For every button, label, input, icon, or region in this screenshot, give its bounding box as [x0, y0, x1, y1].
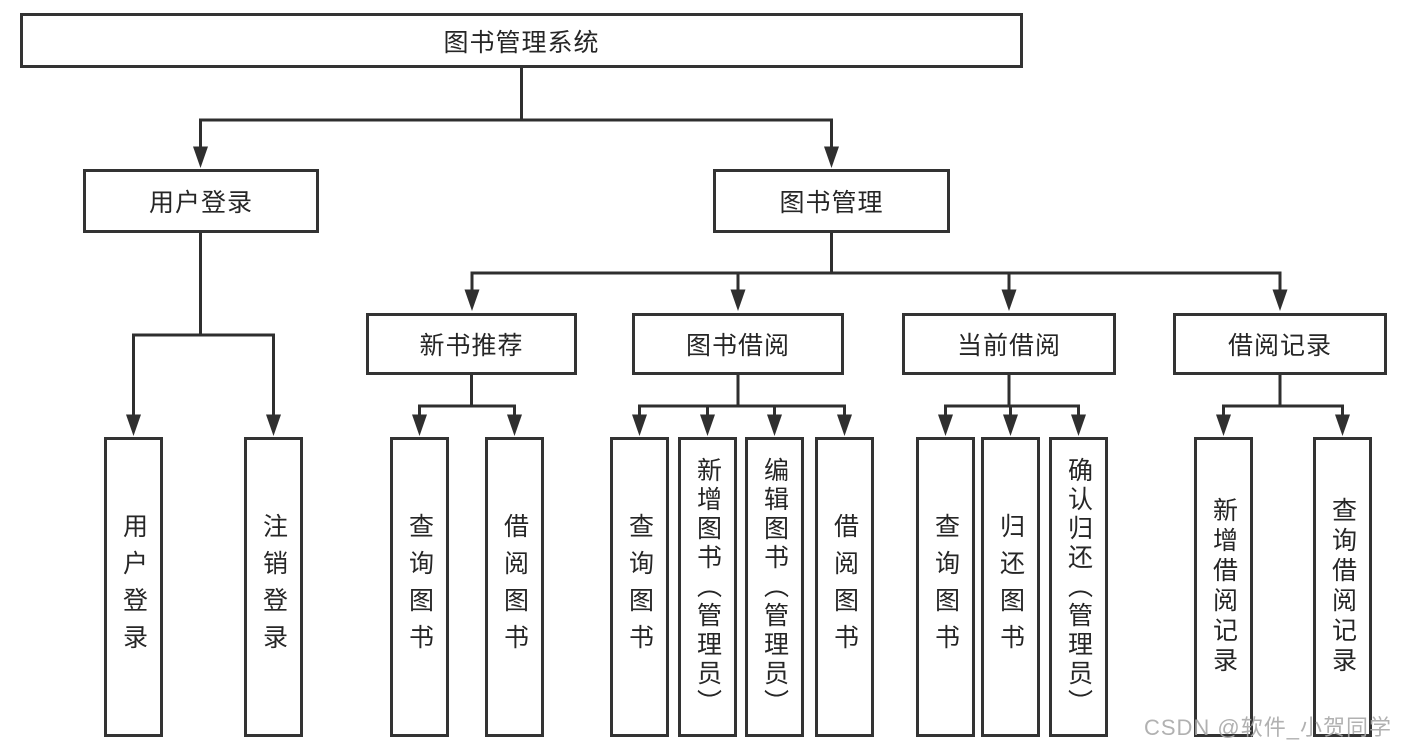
node-book-management: 图书管理	[713, 169, 950, 233]
arrowhead-icon	[1272, 289, 1288, 311]
leaf-add-books-admin: 新增图书（管理员）	[678, 437, 737, 737]
leaf-confirm-return-admin: 确认归还（管理员）	[1049, 437, 1108, 737]
arrowhead-icon	[193, 146, 208, 168]
leaf-return-books: 归还图书	[981, 437, 1040, 737]
node-label: 当前借阅	[956, 332, 1061, 360]
node-label: 用户登录	[148, 189, 253, 217]
node-label: 用户登录	[119, 513, 148, 661]
arrowhead-icon	[837, 414, 852, 436]
connector-borrowing-to-leaves	[638, 375, 846, 416]
leaf-query-borrow-record: 查询借阅记录	[1313, 437, 1372, 737]
leaf-edit-books-admin: 编辑图书（管理员）	[745, 437, 804, 737]
arrowheads	[126, 146, 1350, 436]
arrowhead-icon	[824, 146, 839, 168]
node-current-borrowing: 当前借阅	[902, 313, 1116, 375]
node-user-login: 用户登录	[83, 169, 319, 233]
node-new-book-recommendation: 新书推荐	[366, 313, 577, 375]
node-label: 归还图书	[996, 513, 1025, 661]
arrowhead-icon	[700, 414, 715, 436]
node-label: 查询图书	[931, 513, 960, 661]
leaf-borrow-books: 借阅图书	[815, 437, 874, 737]
arrowhead-icon	[632, 414, 647, 436]
connector-current-to-leaves	[944, 375, 1080, 416]
arrowhead-icon	[1335, 414, 1350, 436]
csdn-watermark: CSDN @软件_小贺同学	[1143, 715, 1392, 740]
leaf-add-borrow-record: 新增借阅记录	[1194, 437, 1253, 737]
arrowhead-icon	[1216, 414, 1231, 436]
node-label: 借阅记录	[1227, 332, 1332, 360]
node-label: 查询图书	[405, 513, 434, 661]
arrowhead-icon	[412, 414, 427, 436]
leaf-user-login: 用户登录	[104, 437, 163, 737]
arrowhead-icon	[938, 414, 953, 436]
connector-records-to-leaves	[1222, 375, 1344, 416]
node-label: 编辑图书（管理员）	[760, 456, 789, 718]
node-label: 借阅图书	[500, 513, 529, 661]
node-book-borrowing: 图书借阅	[632, 313, 844, 375]
leaf-recommend-borrow-books: 借阅图书	[485, 437, 544, 737]
arrowhead-icon	[464, 289, 480, 311]
leaf-current-query-books: 查询图书	[916, 437, 975, 737]
connector-mgmt-to-level3	[470, 233, 1282, 291]
arrowhead-icon	[1001, 289, 1017, 311]
connector-shafts	[132, 68, 1344, 416]
node-label: 图书借阅	[685, 332, 790, 360]
arrowhead-icon	[507, 414, 522, 436]
arrowhead-icon	[126, 414, 141, 436]
connector-recommend-to-leaves	[418, 375, 516, 416]
arrowhead-icon	[767, 414, 782, 436]
node-label: 查询借阅记录	[1328, 497, 1357, 677]
node-label: 图书管理系统	[443, 28, 600, 57]
connector-root-to-level2	[199, 68, 833, 148]
leaf-borrowing-query-books: 查询图书	[610, 437, 669, 737]
node-label: 查询图书	[625, 513, 654, 661]
leaf-logout: 注销登录	[244, 437, 303, 737]
node-label: 确认归还（管理员）	[1064, 456, 1093, 718]
node-borrowing-records: 借阅记录	[1173, 313, 1387, 375]
node-label: 注销登录	[259, 513, 288, 661]
node-label: 新增图书（管理员）	[693, 456, 722, 718]
arrowhead-icon	[1071, 414, 1086, 436]
arrowhead-icon	[266, 414, 281, 436]
node-label: 图书管理	[779, 189, 884, 217]
arrowhead-icon	[1003, 414, 1018, 436]
arrowhead-icon	[730, 289, 746, 311]
node-label: 新书推荐	[419, 332, 524, 360]
connector-login-to-leaves	[132, 233, 275, 416]
node-label: 借阅图书	[830, 513, 859, 661]
node-root-system: 图书管理系统	[20, 13, 1023, 68]
node-label: 新增借阅记录	[1209, 497, 1238, 677]
leaf-recommend-query-books: 查询图书	[390, 437, 449, 737]
